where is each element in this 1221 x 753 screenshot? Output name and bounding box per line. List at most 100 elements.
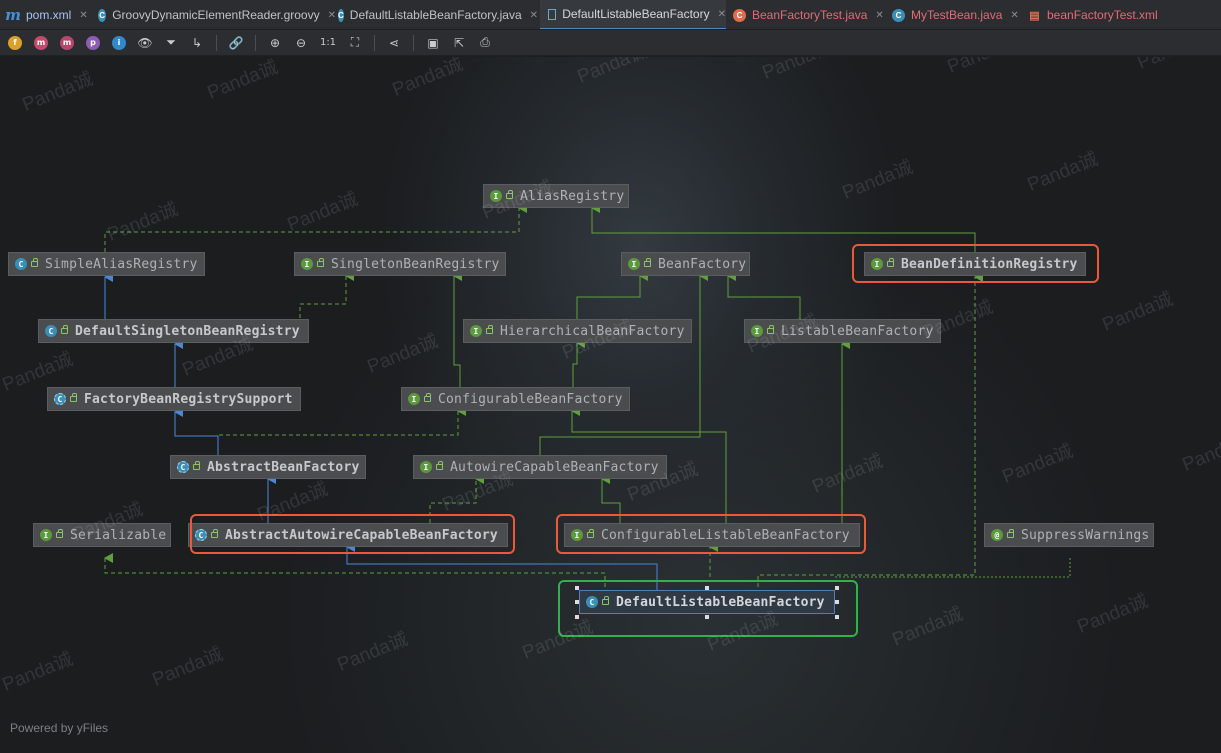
node-abstract-autowire-capable-bean-factory[interactable]: C AbstractAutowireCapableBeanFactory — [188, 523, 508, 547]
edge-cbf-sbr — [453, 271, 462, 387]
node-configurable-listable-bean-factory[interactable]: I ConfigurableListableBeanFactory — [564, 523, 860, 547]
interface-icon: I — [571, 529, 583, 541]
node-default-singleton-bean-registry[interactable]: C DefaultSingletonBeanRegistry — [38, 319, 309, 343]
toolbar-divider — [413, 34, 414, 51]
resize-handle[interactable] — [835, 600, 839, 604]
node-serializable[interactable]: I Serializable — [33, 523, 171, 547]
filter-icon[interactable]: ⏷ — [166, 35, 176, 49]
resize-handle[interactable] — [575, 615, 579, 619]
diagram-icon — [548, 8, 557, 20]
public-lock-icon — [61, 325, 68, 334]
node-singleton-bean-registry[interactable]: I SingletonBeanRegistry — [294, 252, 506, 276]
node-suppress-warnings[interactable]: @ SuppressWarnings — [984, 523, 1154, 547]
show-fields-icon[interactable]: f — [8, 35, 22, 50]
node-hierarchical-bean-factory[interactable]: I HierarchicalBeanFactory — [463, 319, 692, 343]
save-icon[interactable]: ▣ — [427, 35, 439, 50]
node-label: HierarchicalBeanFactory — [500, 323, 685, 339]
node-label: ConfigurableListableBeanFactory — [601, 527, 850, 543]
node-default-listable-bean-factory[interactable]: C DefaultListableBeanFactory — [579, 590, 835, 614]
node-label: SuppressWarnings — [1021, 527, 1150, 543]
tab-default-listable-java[interactable]: C DefaultListableBeanFactory.java ✕ — [338, 0, 539, 29]
show-constructors-icon[interactable]: m — [60, 35, 74, 50]
zoom-in-icon[interactable]: ⊕ — [269, 35, 281, 50]
resize-handle[interactable] — [575, 600, 579, 604]
edge-abf-cbf — [217, 406, 466, 455]
node-listable-bean-factory[interactable]: I ListableBeanFactory — [744, 319, 941, 343]
public-lock-icon — [193, 461, 200, 470]
node-label: DefaultListableBeanFactory — [616, 594, 825, 610]
tab-label: GroovyDynamicElementReader.groovy — [112, 8, 320, 22]
interface-icon: I — [40, 529, 52, 541]
node-autowire-capable-bean-factory[interactable]: I AutowireCapableBeanFactory — [413, 455, 667, 479]
annotation-icon: @ — [991, 529, 1003, 541]
tab-diagram[interactable]: DefaultListableBeanFactory ✕ — [540, 0, 726, 29]
node-bean-factory[interactable]: I BeanFactory — [621, 252, 750, 276]
diagram-toolbar: f m m p i 👁 ⏷ ↳ 🔗 ⊕ ⊖ 1:1 ⛶ ⋖ ▣ ⇱ ⎙ — [0, 30, 1221, 56]
export-icon[interactable]: ⇱ — [453, 35, 465, 50]
node-alias-registry[interactable]: I AliasRegistry — [483, 184, 629, 208]
actual-size-button[interactable]: 1:1 — [319, 37, 337, 48]
tab-pom-xml[interactable]: m pom.xml ✕ — [5, 0, 94, 29]
close-icon[interactable]: ✕ — [327, 9, 336, 21]
public-lock-icon — [587, 529, 594, 538]
class-icon: C — [45, 325, 57, 337]
resize-handle[interactable] — [575, 586, 579, 590]
tab-label: BeanFactoryTest.java — [752, 8, 868, 22]
node-abstract-bean-factory[interactable]: C AbstractBeanFactory — [170, 455, 366, 479]
edge-dlbf-suppress — [835, 557, 1071, 578]
fit-content-icon[interactable]: ⛶ — [350, 35, 360, 49]
close-icon[interactable]: ✕ — [79, 9, 88, 21]
tab-bean-factory-test-xml[interactable]: ▤ beanFactoryTest.xml — [1028, 0, 1218, 29]
abstract-class-icon: C — [195, 529, 207, 541]
edge-dlbf-bdr — [757, 272, 983, 587]
show-inner-classes-icon[interactable]: i — [112, 35, 126, 50]
node-configurable-bean-factory[interactable]: I ConfigurableBeanFactory — [401, 387, 630, 411]
node-label: AutowireCapableBeanFactory — [450, 459, 659, 475]
public-lock-icon — [887, 258, 894, 267]
uml-diagram-canvas[interactable]: I AliasRegistry C SimpleAliasRegistry I … — [0, 57, 1221, 753]
edge-route-icon[interactable]: ↳ — [191, 35, 203, 50]
edge-clbf-acbf — [601, 474, 621, 523]
java-class-icon: C — [338, 8, 344, 22]
node-label: SimpleAliasRegistry — [45, 256, 198, 272]
node-bean-definition-registry[interactable]: I BeanDefinitionRegistry — [864, 252, 1086, 276]
xml-icon: ▤ — [1029, 9, 1040, 22]
edge-abf-fbrs — [174, 407, 219, 455]
toolbar-divider — [374, 34, 375, 51]
public-lock-icon — [602, 596, 609, 605]
close-icon[interactable]: ✕ — [529, 9, 539, 21]
node-simple-alias-registry[interactable]: C SimpleAliasRegistry — [8, 252, 205, 276]
interface-icon: I — [628, 258, 640, 270]
tab-bean-factory-test[interactable]: C BeanFactoryTest.java ✕ — [733, 0, 885, 29]
resize-handle[interactable] — [705, 586, 709, 590]
resize-handle[interactable] — [835, 586, 839, 590]
interface-icon: I — [470, 325, 482, 337]
close-icon[interactable]: ✕ — [1010, 9, 1019, 21]
visibility-eye-icon[interactable]: 👁 — [137, 35, 153, 50]
edge-hbf-bf — [576, 271, 648, 320]
node-label: ConfigurableBeanFactory — [438, 391, 623, 407]
close-icon[interactable]: ✕ — [875, 9, 884, 21]
class-icon: C — [15, 258, 27, 270]
link-icon[interactable]: 🔗 — [228, 35, 244, 50]
layout-icon[interactable]: ⋖ — [388, 35, 400, 50]
print-icon[interactable]: ⎙ — [480, 35, 490, 49]
resize-handle[interactable] — [835, 615, 839, 619]
zoom-out-icon[interactable]: ⊖ — [295, 35, 307, 50]
close-icon[interactable]: ✕ — [717, 8, 726, 20]
node-factory-bean-registry-support[interactable]: C FactoryBeanRegistrySupport — [47, 387, 301, 411]
node-label: Serializable — [70, 527, 167, 543]
editor-tab-bar: m pom.xml ✕ C GroovyDynamicElementReader… — [0, 0, 1221, 30]
public-lock-icon — [1007, 529, 1014, 538]
abstract-class-icon: C — [54, 393, 66, 405]
edge-clbf-cbf — [571, 406, 727, 523]
node-label: BeanFactory — [658, 256, 747, 272]
show-methods-icon[interactable]: m — [34, 35, 48, 50]
class-icon: C — [586, 596, 598, 608]
tab-my-test-bean[interactable]: C MyTestBean.java ✕ — [892, 0, 1020, 29]
tab-groovy-reader[interactable]: C GroovyDynamicElementReader.groovy ✕ — [98, 0, 336, 29]
java-class-icon: C — [892, 8, 905, 22]
show-properties-icon[interactable]: p — [86, 35, 100, 50]
node-label: DefaultSingletonBeanRegistry — [75, 323, 300, 339]
resize-handle[interactable] — [705, 615, 709, 619]
